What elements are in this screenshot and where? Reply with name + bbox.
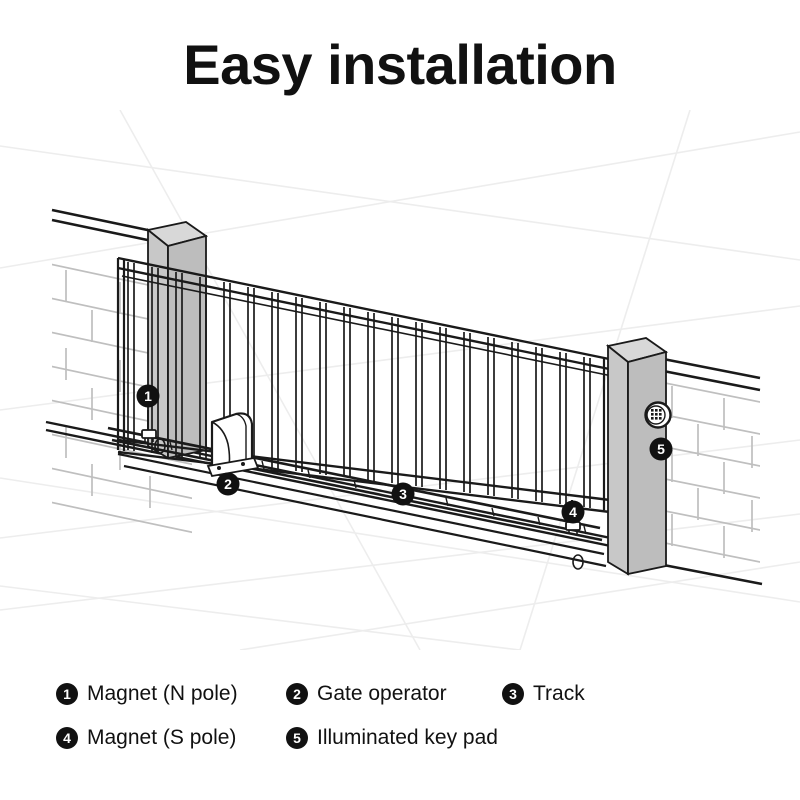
svg-text:4: 4 [569,504,577,520]
legend-label-3: Track [533,682,585,705]
legend-row-1: 1 Magnet (N pole) 2 Gate operator 3 Trac… [56,672,756,716]
legend: 1 Magnet (N pole) 2 Gate operator 3 Trac… [56,672,756,760]
svg-text:3: 3 [399,486,407,502]
svg-text:5: 5 [657,441,665,457]
gate-diagram-svg: 1 2 3 4 5 [0,110,800,650]
legend-badge-2: 2 [286,683,308,705]
gate-installation-illustration: 1 2 3 4 5 [0,110,800,650]
callout-4: 4 [561,500,585,524]
legend-label-4: Magnet (S pole) [87,726,237,749]
legend-item-track: 3 Track [502,672,585,716]
legend-item-gate-operator: 2 Gate operator [286,672,447,716]
legend-label-1: Magnet (N pole) [87,682,238,705]
svg-text:2: 2 [224,476,232,492]
illuminated-keypad-icon [644,401,672,429]
legend-badge-3: 3 [502,683,524,705]
callout-5: 5 [649,437,673,461]
legend-badge-5: 5 [286,727,308,749]
sliding-gate-panel [116,256,615,514]
callout-1: 1 [136,384,160,408]
callout-3: 3 [391,482,415,506]
svg-text:1: 1 [144,388,152,404]
page-title: Easy installation [183,33,617,96]
legend-label-5: Illuminated key pad [317,726,498,749]
legend-item-illuminated-keypad: 5 Illuminated key pad [286,716,498,760]
legend-item-magnet-s-pole: 4 Magnet (S pole) [56,716,236,760]
pillar-right [605,337,669,576]
magnet-n-pole [141,410,157,442]
diagram-callouts: 1 2 3 4 5 [136,384,673,524]
legend-item-magnet-n-pole: 1 Magnet (N pole) [56,672,238,716]
legend-label-2: Gate operator [317,682,447,705]
callout-2: 2 [216,472,240,496]
legend-badge-1: 1 [56,683,78,705]
legend-row-2: 4 Magnet (S pole) 5 Illuminated key pad [56,716,756,760]
gate-operator-motor [206,412,260,478]
gate-vertical-bars [127,262,591,508]
legend-badge-4: 4 [56,727,78,749]
